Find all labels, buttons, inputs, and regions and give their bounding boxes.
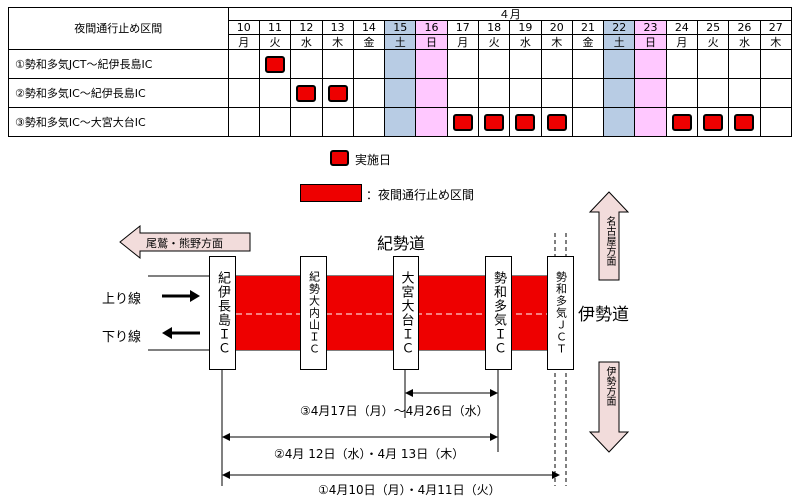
- schedule-day-cell: [759, 107, 792, 137]
- weekday-cell: 土: [384, 34, 417, 50]
- schedule-day-cell: [665, 49, 698, 79]
- period-2-label: ②4月 12日（水）・4月 13日（木）: [274, 447, 465, 461]
- schedule-day-cell: [696, 78, 730, 108]
- top-direction-arrow: [588, 191, 630, 281]
- schedule-day-cell: [540, 49, 573, 79]
- closure-day-marker: [671, 113, 692, 131]
- date-cell: 16: [415, 20, 448, 35]
- schedule-day-cell: [290, 107, 323, 137]
- route-label: ③勢和多気IC～大宮大台IC: [8, 107, 229, 137]
- schedule-day-cell: [258, 49, 292, 79]
- legend-closure-swatch: [300, 184, 362, 202]
- schedule-day-cell: [665, 78, 698, 108]
- schedule-day-cell: [696, 49, 730, 79]
- legend-closure-label: ：夜間通行止め区間: [366, 188, 475, 202]
- schedule-day-cell: [509, 107, 542, 137]
- schedule-day-cell: [352, 78, 386, 108]
- legend-marker: [330, 150, 349, 166]
- date-cell: 20: [540, 20, 573, 35]
- section-header: 夜間通行止め区間: [8, 7, 229, 50]
- schedule-day-cell: [415, 107, 448, 137]
- up-line-label: 上り線: [102, 292, 142, 307]
- schedule-day-cell: [477, 107, 511, 137]
- top-direction-label: 名古屋方面: [604, 216, 615, 266]
- weekday-cell: 月: [665, 34, 698, 50]
- date-cell: 23: [634, 20, 667, 35]
- schedule-day-cell: [446, 78, 479, 108]
- schedule-day-cell: [258, 78, 292, 108]
- road-name: 紀勢道: [377, 234, 426, 253]
- ic-kisei-ouchiyama: 紀勢大内山ＩＣ: [300, 256, 327, 370]
- down-line-label: 下り線: [102, 330, 142, 345]
- jct-seiwa-taki: 勢和多気ＪＣＴ: [547, 256, 574, 370]
- schedule-day-cell: [728, 49, 761, 79]
- period-3-label: ③4月17日（月）～4月26日（水）: [300, 404, 489, 418]
- schedule-day-cell: [446, 107, 479, 137]
- bottom-direction-arrow: [588, 361, 630, 453]
- closure-day-marker: [484, 113, 505, 131]
- weekday-cell: 日: [634, 34, 667, 50]
- schedule-day-cell: [384, 78, 417, 108]
- schedule-day-cell: [696, 107, 730, 137]
- schedule-day-cell: [571, 107, 605, 137]
- schedule-day-cell: [571, 49, 605, 79]
- bottom-direction-label: 伊勢方面: [604, 366, 615, 406]
- closure-day-marker: [327, 84, 348, 102]
- closure-day-marker: [452, 113, 473, 131]
- schedule-day-cell: [321, 107, 354, 137]
- schedule-day-cell: [352, 49, 386, 79]
- schedule-day-cell: [321, 49, 354, 79]
- closure-day-marker: [296, 84, 317, 102]
- closure-day-marker: [734, 113, 755, 131]
- ic-seiwa-taki: 勢和多気ＩＣ: [485, 256, 512, 370]
- schedule-day-cell: [603, 49, 636, 79]
- schedule-day-cell: [227, 49, 260, 79]
- ise-road-name: 伊勢道: [578, 305, 629, 325]
- schedule-day-cell: [759, 78, 792, 108]
- schedule-day-cell: [540, 107, 573, 137]
- legend-marker-label: 実施日: [355, 153, 392, 167]
- schedule-day-cell: [352, 107, 386, 137]
- closure-day-marker: [703, 113, 724, 131]
- weekday-cell: 土: [603, 34, 636, 50]
- left-direction-arrow: [119, 224, 251, 260]
- route-label: ②勢和多気IC～紀伊長島IC: [8, 78, 229, 108]
- closure-day-marker: [546, 113, 567, 131]
- ic-omiya-odai: 大宮大台ＩＣ: [393, 256, 419, 370]
- weekday-cell: 火: [696, 34, 730, 50]
- schedule-row: ③勢和多気IC～大宮大台IC: [8, 107, 792, 137]
- schedule-day-cell: [540, 78, 573, 108]
- schedule-day-cell: [665, 107, 698, 137]
- period-1-label: ①4月10日（月）・4月11日（火）: [318, 483, 501, 497]
- schedule-day-cell: [415, 49, 448, 79]
- schedule-day-cell: [509, 49, 542, 79]
- weekday-cell: 日: [415, 34, 448, 50]
- ic-kii-nagashima: 紀伊長島ＩＣ: [209, 256, 236, 370]
- left-direction-label: 尾鷲・熊野方面: [146, 237, 223, 250]
- closure-day-marker: [265, 55, 286, 73]
- schedule-day-cell: [759, 49, 792, 79]
- closure-day-marker: [515, 113, 536, 131]
- schedule-day-cell: [634, 49, 667, 79]
- date-cell: 15: [384, 20, 417, 35]
